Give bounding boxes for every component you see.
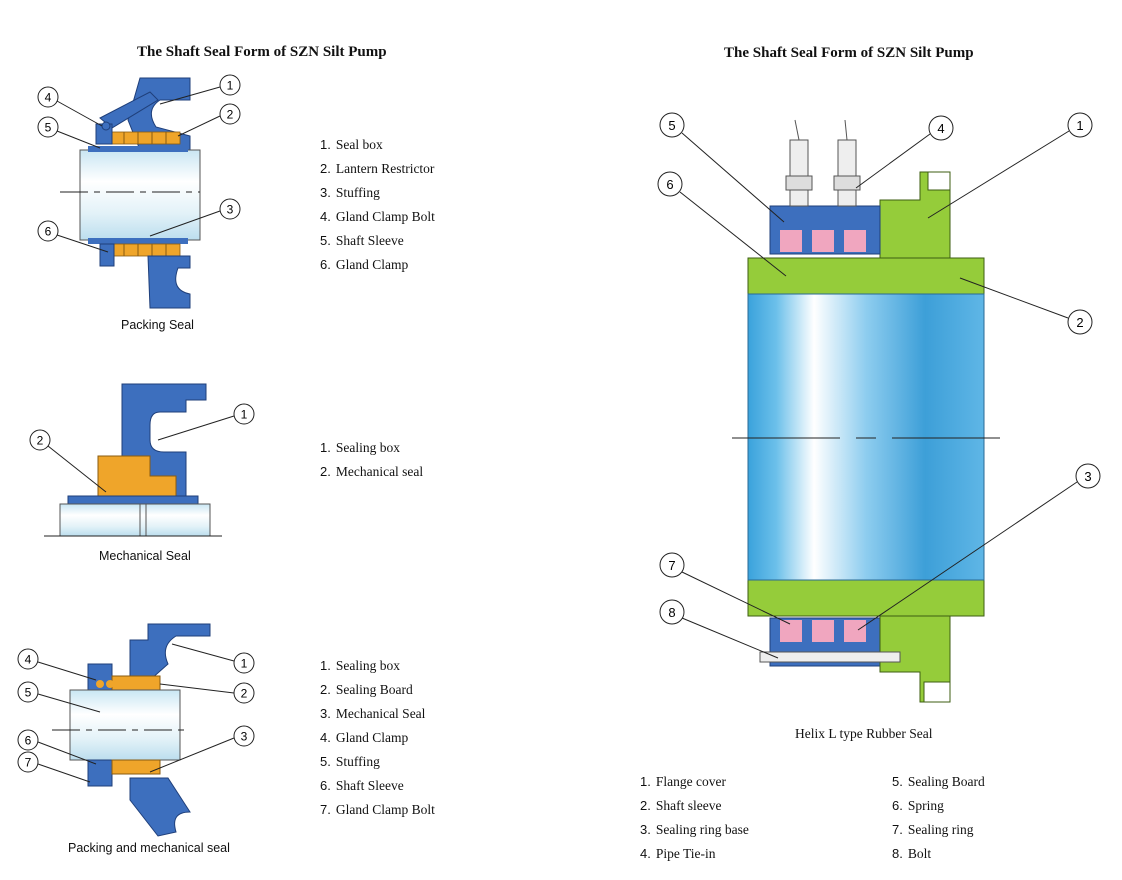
pm-callout-1: 1	[241, 657, 248, 671]
pm-callout-5: 5	[25, 686, 32, 700]
helix-callout-8: 8	[668, 605, 675, 620]
mech-callout-2: 2	[37, 434, 44, 448]
pm-callout-4: 4	[25, 653, 32, 667]
legend-item: 7.Sealing ring	[892, 822, 974, 837]
packing-callout-6: 6	[45, 225, 52, 239]
packing-callout-2: 2	[227, 108, 234, 122]
right-page-title: The Shaft Seal Form of SZN Silt Pump	[724, 45, 974, 61]
legend-item: 1.Seal box	[320, 137, 383, 152]
legend-item: 6.Spring	[892, 798, 944, 813]
legend-item: 4.Pipe Tie-in	[640, 846, 716, 861]
mech-callout-1: 1	[241, 408, 248, 422]
helix-callout-2: 2	[1076, 315, 1083, 330]
legend-item: 3.Mechanical Seal	[320, 706, 426, 721]
helix-callout-5: 5	[668, 118, 675, 133]
legend-item: 6.Gland Clamp	[320, 257, 409, 272]
mechanical-seal-diagram: 1 2	[29, 383, 255, 537]
legend-item: 5.Shaft Sleeve	[320, 233, 404, 248]
helix-seal-legend-left: 1.Flange cover 2.Shaft sleeve 3.Sealing …	[640, 774, 749, 870]
legend-item: 8.Bolt	[892, 846, 932, 861]
legend-item: 4.Gland Clamp	[320, 730, 409, 745]
mechanical-seal-caption: Mechanical Seal	[99, 549, 191, 563]
legend-item: 7.Gland Clamp Bolt	[320, 802, 435, 817]
legend-item: 4.Gland Clamp Bolt	[320, 209, 435, 224]
helix-seal-diagram: 5 4 1 6 2 3 7 8	[657, 112, 1101, 703]
helix-seal-legend-right: 5.Sealing Board 6.Spring 7.Sealing ring …	[892, 774, 985, 870]
legend-item: 3.Stuffing	[320, 185, 380, 200]
packing-mechanical-seal-caption: Packing and mechanical seal	[68, 841, 230, 855]
helix-callout-7: 7	[668, 558, 675, 573]
packing-mechanical-seal-legend: 1.Sealing box 2.Sealing Board 3.Mechanic…	[320, 658, 435, 826]
legend-item: 6.Shaft Sleeve	[320, 778, 404, 793]
legend-item: 1.Sealing box	[320, 440, 400, 455]
packing-callout-5: 5	[45, 121, 52, 135]
packing-callout-3: 3	[227, 203, 234, 217]
helix-callout-1: 1	[1076, 118, 1083, 133]
legend-item: 1.Flange cover	[640, 774, 726, 789]
legend-item: 5.Stuffing	[320, 754, 380, 769]
packing-callout-4: 4	[45, 91, 52, 105]
helix-callout-6: 6	[666, 177, 673, 192]
pm-callout-7: 7	[25, 756, 32, 770]
legend-item: 2.Shaft sleeve	[640, 798, 722, 813]
legend-item: 3.Sealing ring base	[640, 822, 749, 837]
pm-callout-6: 6	[25, 734, 32, 748]
left-page-title: The Shaft Seal Form of SZN Silt Pump	[137, 44, 387, 60]
legend-item: 2.Mechanical seal	[320, 464, 424, 479]
pm-callout-3: 3	[241, 730, 248, 744]
helix-callout-4: 4	[937, 121, 944, 136]
legend-item: 2.Sealing Board	[320, 682, 413, 697]
pm-callout-2: 2	[241, 687, 248, 701]
helix-callout-3: 3	[1084, 469, 1091, 484]
packing-mechanical-seal-diagram: 1 2 3 4 5 6 7	[17, 623, 255, 837]
packing-callout-1: 1	[227, 79, 234, 93]
legend-item: 1.Sealing box	[320, 658, 400, 673]
legend-item: 2.Lantern Restrictor	[320, 161, 435, 176]
mechanical-seal-legend: 1.Sealing box 2.Mechanical seal	[320, 440, 423, 488]
helix-seal-caption: Helix L type Rubber Seal	[795, 726, 933, 741]
packing-seal-legend: 1.Seal box 2.Lantern Restrictor 3.Stuffi…	[320, 137, 435, 281]
packing-seal-caption: Packing Seal	[121, 318, 194, 332]
packing-seal-diagram: 1 2 3 4 5 6	[37, 74, 241, 309]
legend-item: 5.Sealing Board	[892, 774, 985, 789]
